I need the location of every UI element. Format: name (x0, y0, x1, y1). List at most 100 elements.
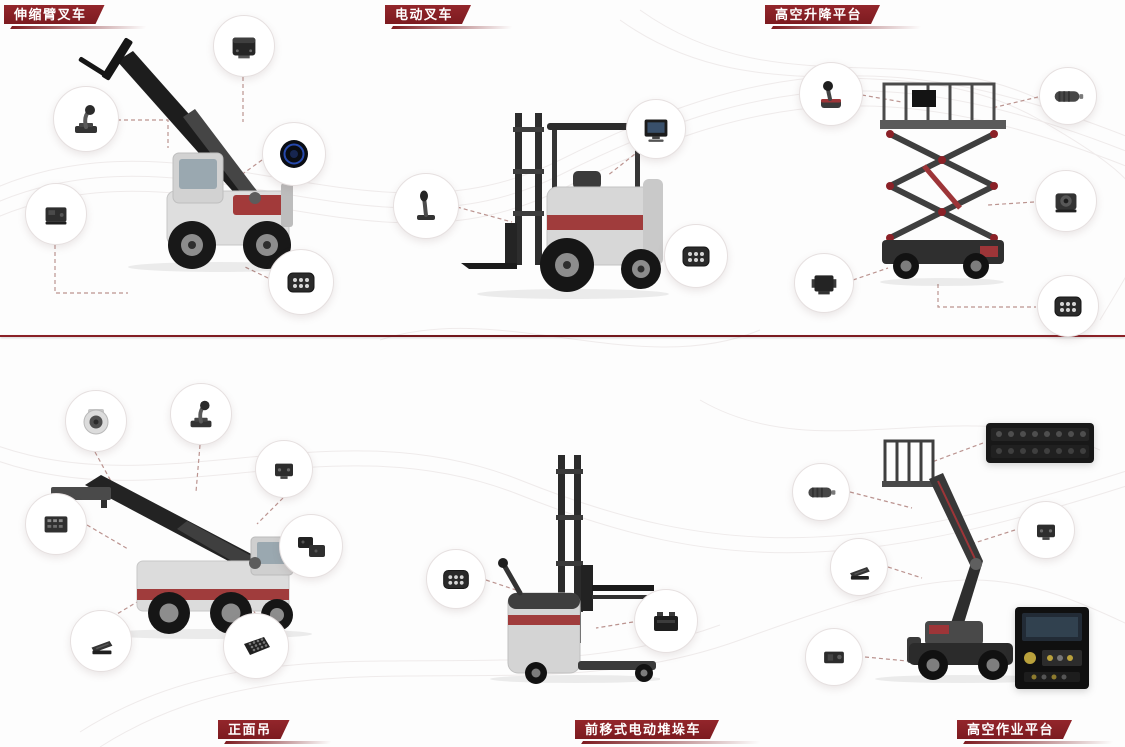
connector-line (256, 497, 284, 525)
motor-cylinder-icon (808, 487, 836, 498)
scissor-lift-illustration (880, 82, 1006, 286)
section-label-text: 电动叉车 (395, 7, 454, 22)
connector-keypad-icon (682, 246, 710, 267)
connector-line (937, 284, 1036, 308)
component-node-dual-module (279, 514, 343, 578)
section-label-text: 正面吊 (228, 722, 272, 737)
section-label-text: 高空作业平台 (967, 722, 1055, 737)
pedal-unit-icon (91, 641, 113, 655)
pedal-unit-icon (850, 567, 870, 580)
control-unit-icon (45, 207, 67, 225)
label-tail (10, 26, 147, 29)
connector-line (456, 206, 513, 223)
component-node-control-unit (25, 183, 87, 245)
component-node-round-display (262, 122, 326, 186)
membrane-keypad-icon (244, 637, 270, 655)
component-node-connector-keypad (664, 224, 728, 288)
connector-line (242, 265, 269, 279)
reach-truck-illustration (490, 455, 660, 684)
section-label-text: 前移式电动堆垛车 (585, 722, 702, 737)
battery-module-icon (654, 612, 678, 631)
section-divider (0, 335, 1125, 337)
component-node-sensor-module (805, 628, 863, 686)
component-node-motor-cylinder (1039, 67, 1097, 125)
section-label-boom-lift: 高空作业平台 (957, 720, 1115, 744)
component-node-connector-keypad (426, 549, 486, 609)
section-label-reach-stacker: 正面吊 (218, 720, 332, 744)
component-node-control-block (794, 253, 854, 313)
connector-line (117, 119, 169, 148)
display-screen-icon (644, 119, 668, 142)
connector-keypad-icon (287, 272, 315, 293)
component-node-control-box (1017, 501, 1075, 559)
component-node-control-panel (25, 493, 87, 555)
connector-line (54, 245, 128, 294)
component-node-controller-module (213, 15, 275, 77)
rotary-controller-icon (1055, 193, 1077, 213)
connector-line (849, 491, 913, 509)
label-tail (391, 26, 514, 29)
connector-line (967, 529, 1016, 546)
control-box-icon (1037, 524, 1055, 540)
section-label-reach-truck: 前移式电动堆垛车 (575, 720, 762, 744)
connector-line (236, 159, 263, 179)
electric-forklift-illustration (461, 113, 669, 299)
component-node-pedal-unit (70, 610, 132, 672)
component-node-display-screen (626, 99, 686, 159)
component-node-joystick (170, 383, 232, 445)
component-node-control-box (255, 440, 313, 498)
section-label-telescopic-forklift: 伸缩臂叉车 (4, 5, 147, 29)
connector-line (195, 444, 201, 493)
joystick-controller-icon (821, 81, 841, 108)
component-node-battery-module (634, 589, 698, 653)
component-node-display-console (1014, 606, 1090, 690)
label-tail (963, 741, 1115, 744)
control-box-icon (275, 463, 293, 479)
component-node-sensor-canister (65, 390, 127, 452)
connector-line (86, 524, 129, 550)
control-lever-icon (417, 190, 435, 220)
component-node-connector-keypad (268, 249, 334, 315)
connector-line (852, 267, 889, 281)
connector-line (991, 96, 1039, 109)
sensor-canister-icon (83, 409, 109, 435)
component-node-pedal-unit (830, 538, 888, 596)
display-console-icon (1015, 607, 1089, 689)
control-panel-icon (44, 516, 68, 533)
connector-keypad-icon (443, 569, 469, 589)
controller-module-icon (232, 37, 256, 59)
section-label-text: 伸缩臂叉车 (14, 7, 87, 22)
round-display-icon (280, 140, 308, 168)
control-console-icon (986, 423, 1094, 463)
dual-module-icon (298, 537, 325, 557)
component-node-joystick (53, 86, 119, 152)
boom-lift-illustration (875, 439, 1051, 683)
section-label-scissor-lift: 高空升降平台 (765, 5, 923, 29)
component-node-control-console (985, 419, 1095, 467)
component-node-control-lever (393, 173, 459, 239)
component-node-membrane-keypad (223, 613, 289, 679)
motor-cylinder-icon (1054, 91, 1084, 102)
connector-line (606, 149, 641, 177)
joystick-icon (190, 400, 212, 428)
component-node-rotary-controller (1035, 170, 1097, 232)
connector-line (94, 451, 113, 484)
joystick-icon (75, 105, 97, 133)
connector-line (595, 621, 634, 629)
connector-line (887, 566, 923, 579)
label-tail (771, 26, 923, 29)
component-node-joystick-controller (799, 62, 863, 126)
connector-keypad-icon (1054, 296, 1082, 317)
sensor-module-icon (824, 651, 844, 664)
label-tail (224, 741, 332, 744)
connector-line (987, 201, 1035, 206)
component-node-connector-keypad (1037, 275, 1099, 337)
control-block-icon (811, 275, 837, 295)
section-label-text: 高空升降平台 (775, 7, 863, 22)
component-node-motor-cylinder (792, 463, 850, 521)
label-tail (581, 741, 762, 744)
section-label-electric-forklift: 电动叉车 (385, 5, 514, 29)
